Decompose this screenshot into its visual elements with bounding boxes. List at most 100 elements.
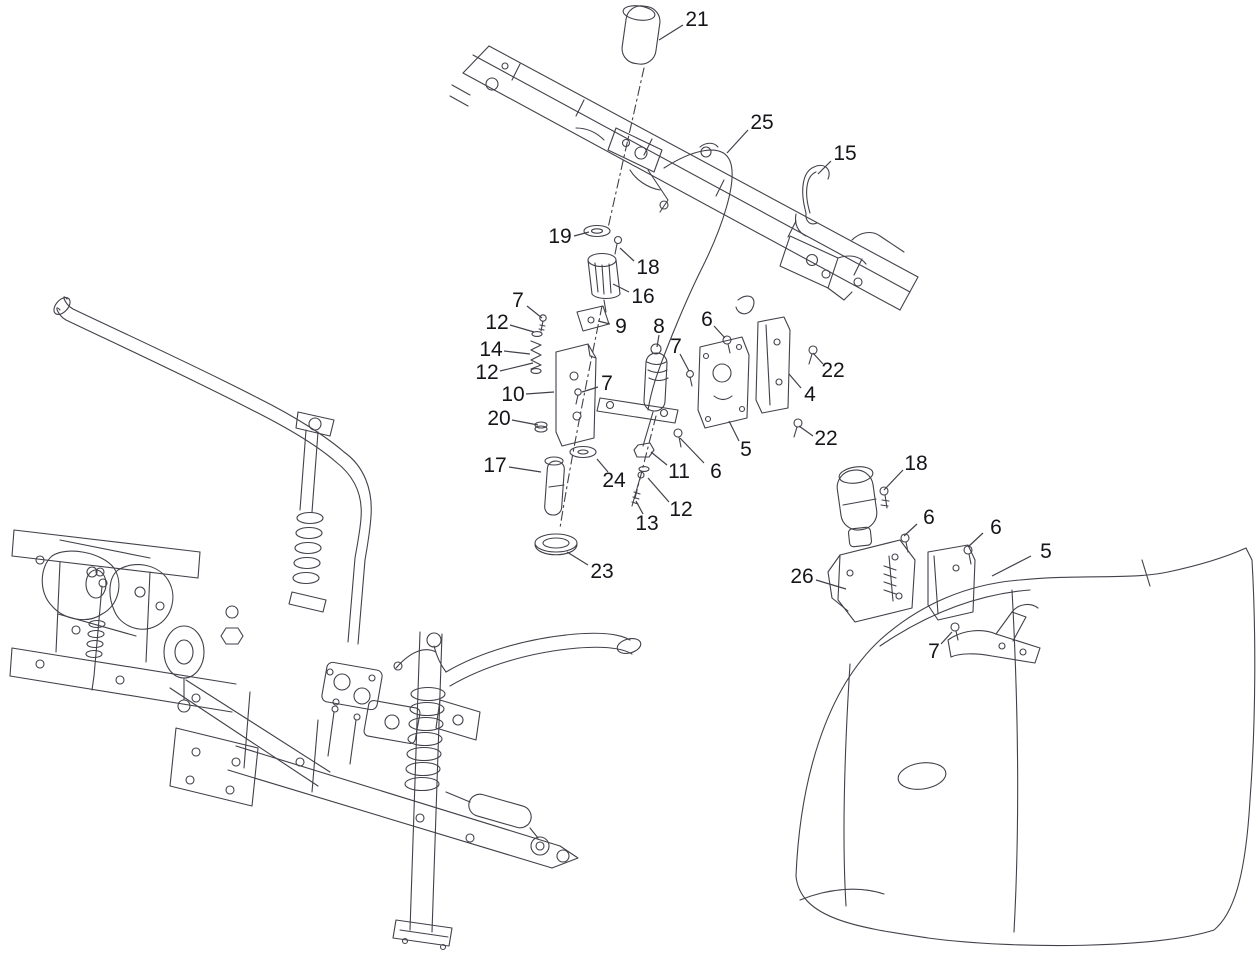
callout-leader-line	[658, 24, 684, 41]
callout-label: 20	[487, 407, 510, 430]
callout-leader-line	[503, 350, 531, 355]
callout-leader-line	[798, 425, 814, 437]
callout-leader-line	[728, 420, 740, 442]
callout-leader-line	[612, 283, 630, 293]
callout-label: 23	[590, 560, 613, 583]
hook-rod-art	[802, 164, 830, 225]
callout-label: 14	[479, 338, 503, 361]
callout-label: 6	[710, 460, 722, 483]
rh-bracket-art	[927, 544, 1041, 664]
callout-10: 10	[501, 383, 555, 406]
callout-leader-line	[883, 469, 904, 491]
callout-label: 12	[475, 361, 498, 384]
lh-chassis-art	[9, 296, 642, 951]
callout-label: 6	[990, 516, 1002, 539]
callout-leader-line	[635, 500, 644, 515]
callout-leader-line	[509, 324, 535, 333]
callout-label: 26	[790, 565, 813, 588]
callout-label: 25	[750, 111, 773, 134]
callout-label: 12	[669, 498, 692, 521]
callout-label: 22	[821, 359, 844, 382]
callout-15: 15	[817, 142, 857, 175]
callout-7: 7	[512, 289, 543, 319]
callout-7: 7	[928, 631, 953, 663]
callout-7: 7	[670, 335, 690, 372]
callout-leader-line	[573, 231, 590, 237]
mount-plate-art	[686, 295, 818, 438]
callout-label: 5	[740, 438, 752, 461]
callout-leader-line	[940, 631, 953, 645]
callout-label: 22	[814, 427, 837, 450]
callout-leader-line	[581, 386, 599, 393]
callout-26: 26	[790, 565, 847, 590]
callout-label: 15	[833, 142, 856, 165]
callout-leader-line	[566, 551, 589, 566]
callout-leader-line	[815, 579, 847, 590]
callout-leader-line	[679, 353, 690, 372]
callout-leader-line	[656, 334, 660, 348]
callout-label: 6	[923, 506, 935, 529]
callout-4: 4	[788, 373, 816, 406]
callout-leader-line	[511, 419, 539, 426]
callout-label: 7	[601, 372, 613, 395]
callout-16: 16	[612, 283, 655, 308]
callout-leader-line	[726, 129, 749, 154]
callout-8: 8	[653, 315, 665, 348]
callout-label: 7	[512, 289, 524, 312]
callout-6: 6	[701, 308, 726, 339]
callout-22: 22	[812, 352, 845, 382]
callout-label: 11	[668, 460, 690, 483]
callout-label: 7	[670, 335, 682, 358]
callout-leader-line	[619, 247, 635, 262]
callout-20: 20	[487, 407, 539, 430]
callout-leader-line	[597, 320, 611, 325]
callout-label: 6	[701, 308, 713, 331]
callout-leader-line	[596, 458, 609, 473]
callout-label: 5	[1040, 540, 1052, 563]
callout-18: 18	[883, 452, 928, 491]
control-knob-art	[583, 224, 623, 313]
callout-label: 24	[602, 469, 626, 492]
callout-22: 22	[798, 425, 838, 450]
callout-5: 5	[728, 420, 752, 461]
callout-leader-line	[817, 160, 832, 175]
callout-label: 8	[653, 315, 665, 338]
damper-spring-art	[596, 343, 683, 507]
callout-label: 13	[635, 512, 658, 535]
callout-leader-line	[679, 437, 705, 464]
cap-part-art	[621, 5, 661, 65]
callout-5: 5	[991, 540, 1052, 577]
mount-bracket-art	[530, 305, 610, 556]
callout-25: 25	[726, 111, 774, 154]
rh-actuator-art	[827, 466, 916, 623]
callout-14: 14	[479, 338, 531, 361]
callout-7: 7	[581, 372, 613, 395]
callout-leader-line	[991, 555, 1032, 577]
callout-6: 6	[967, 516, 1002, 548]
callout-leader-line	[812, 352, 824, 365]
callout-leader-line	[650, 451, 668, 466]
callout-24: 24	[596, 458, 626, 492]
callout-label: 10	[501, 383, 524, 406]
callout-12: 12	[475, 361, 534, 384]
fender-art	[795, 547, 1256, 947]
callout-leader-line	[526, 305, 543, 319]
callout-label: 18	[636, 256, 659, 279]
callout-label: 21	[685, 8, 708, 31]
callout-12: 12	[647, 477, 693, 521]
callout-19: 19	[548, 225, 590, 248]
callout-9: 9	[597, 315, 627, 338]
callout-label: 12	[485, 311, 508, 334]
control-cable-art	[647, 142, 733, 411]
callout-12: 12	[485, 311, 535, 334]
callout-label: 18	[904, 452, 927, 475]
callout-11: 11	[650, 451, 690, 483]
callout-13: 13	[635, 500, 659, 535]
callout-leader-line	[508, 466, 542, 473]
callout-label: 9	[615, 315, 627, 338]
callout-21: 21	[658, 8, 709, 41]
callout-leader-line	[713, 325, 726, 339]
